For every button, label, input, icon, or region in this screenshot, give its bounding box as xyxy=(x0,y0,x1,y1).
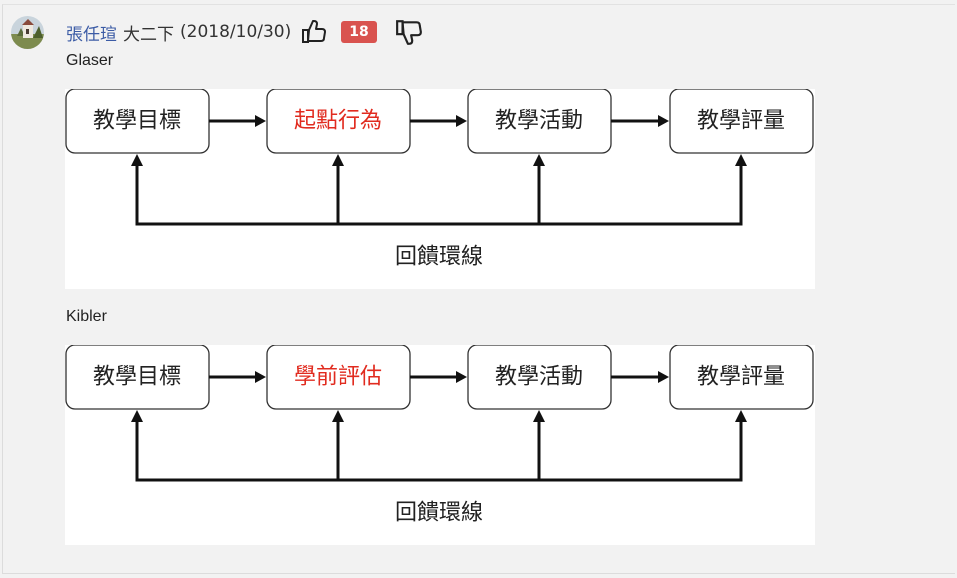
box-label: 教學活動 xyxy=(495,365,583,390)
feedback-loop xyxy=(131,410,747,482)
box-label: 教學目標 xyxy=(93,365,181,390)
feedback-loop xyxy=(131,154,747,226)
box-label: 起點行為 xyxy=(294,109,382,134)
diagram-label-glaser: Glaser xyxy=(66,52,114,69)
diagram-box: 教學活動 xyxy=(467,89,612,154)
forward-arrows xyxy=(209,371,669,383)
diagram-box: 教學活動 xyxy=(467,345,612,410)
author-name[interactable]: 張任瑄 xyxy=(66,24,117,45)
thumbs-up-icon[interactable] xyxy=(301,19,327,45)
forward-arrows xyxy=(209,115,669,127)
box-label: 教學活動 xyxy=(495,109,583,134)
glaser-diagram: 教學目標 起點行為 教學活動 教學評量 xyxy=(65,89,815,289)
kibler-diagram: 教學目標 學前評估 教學活動 教學評量 xyxy=(65,345,815,545)
author-grade: 大二下 xyxy=(123,24,174,45)
diagram-box: 教學評量 xyxy=(669,345,814,410)
diagram-box-highlighted: 學前評估 xyxy=(266,345,411,410)
box-label: 教學目標 xyxy=(93,109,181,134)
box-label: 學前評估 xyxy=(294,365,382,390)
diagram-box: 教學評量 xyxy=(669,89,814,154)
diagram-box: 教學目標 xyxy=(65,89,210,154)
user-avatar[interactable] xyxy=(11,16,44,49)
comment-card: 張任瑄 大二下 (2018/10/30) 18 Glaser 教學目標 xyxy=(2,4,955,574)
box-label: 教學評量 xyxy=(697,109,785,134)
comment-header: 張任瑄 大二下 (2018/10/30) 18 xyxy=(66,19,423,45)
comment-date: (2018/10/30) xyxy=(180,22,292,42)
box-label: 教學評量 xyxy=(697,365,785,390)
diagram-box-highlighted: 起點行為 xyxy=(266,89,411,154)
diagram-box: 教學目標 xyxy=(65,345,210,410)
feedback-loop-label: 回饋環線 xyxy=(395,245,483,270)
like-count-badge: 18 xyxy=(341,21,377,43)
diagram-label-kibler: Kibler xyxy=(66,308,107,325)
thumbs-down-icon[interactable] xyxy=(395,18,423,46)
feedback-loop-label: 回饋環線 xyxy=(395,501,483,526)
